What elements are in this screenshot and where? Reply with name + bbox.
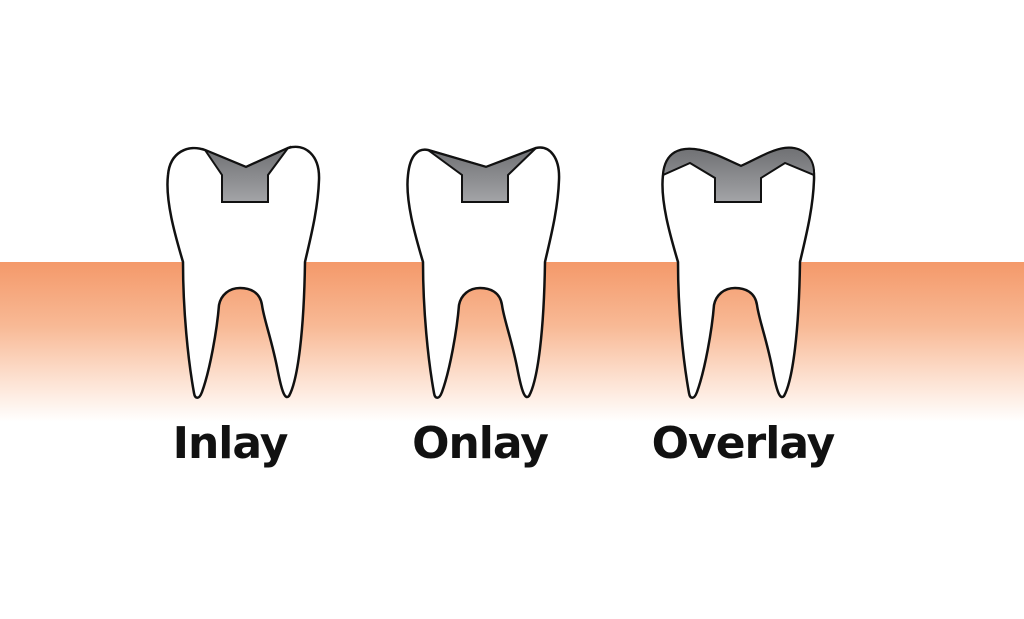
- onlay-label: Onlay: [412, 418, 549, 469]
- overlay-label: Overlay: [651, 418, 836, 469]
- overlay-filling: [661, 146, 816, 203]
- inlay-label: Inlay: [172, 418, 289, 469]
- onlay-filling: [427, 147, 537, 203]
- inlay-filling: [202, 145, 292, 203]
- onlay-tooth: [406, 146, 561, 399]
- inlay-tooth: [166, 145, 321, 399]
- overlay-tooth: [661, 146, 816, 399]
